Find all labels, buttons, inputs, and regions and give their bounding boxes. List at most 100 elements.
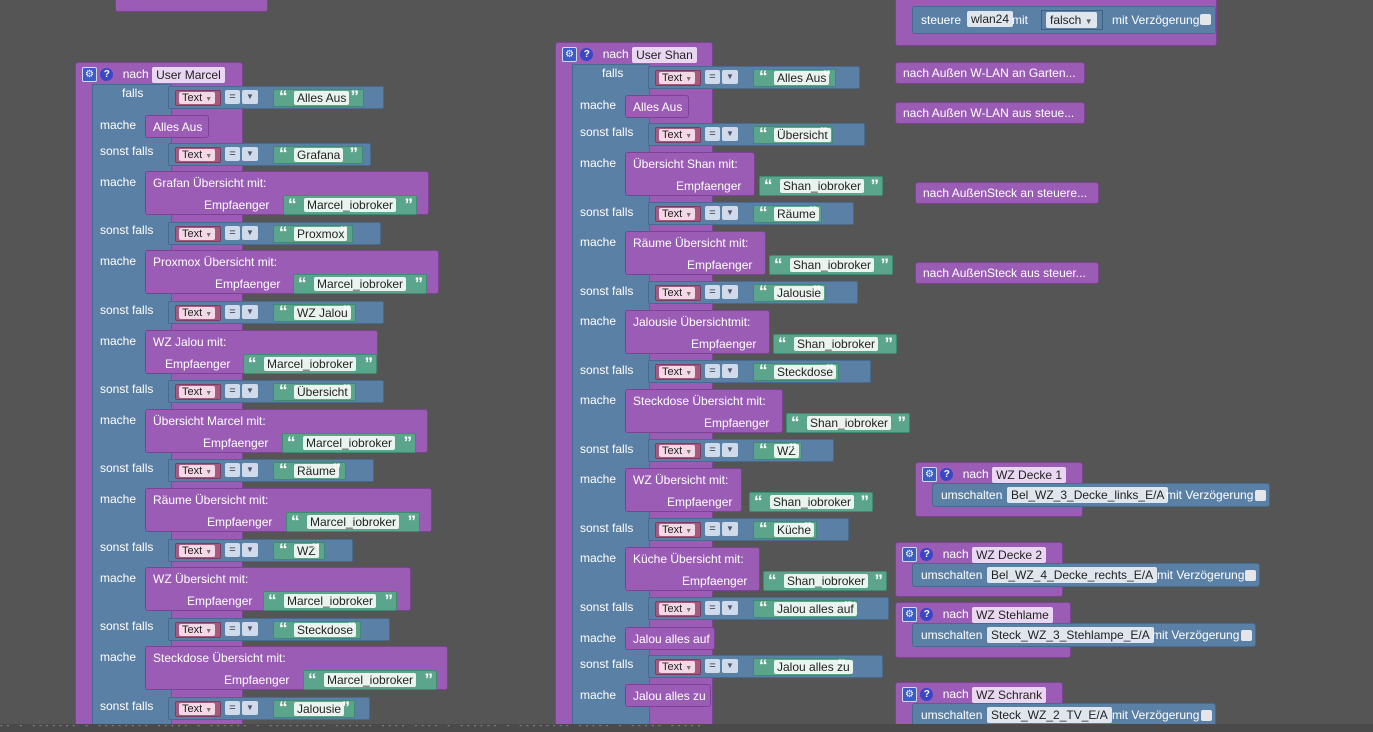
- string-value[interactable]: Grafana: [294, 148, 344, 162]
- string-value[interactable]: Steckdose: [774, 365, 837, 379]
- string-literal[interactable]: “Grafana”: [273, 144, 363, 164]
- gear-icon[interactable]: ⚙: [902, 547, 917, 563]
- delay-checkbox[interactable]: [1201, 710, 1212, 721]
- string-literal[interactable]: “Räume”: [273, 460, 346, 480]
- compare-operator-dropdown[interactable]: =▼: [225, 384, 267, 400]
- receiver-value[interactable]: Marcel_iobroker: [324, 673, 417, 687]
- string-literal[interactable]: “WZ”: [753, 440, 802, 460]
- help-icon[interactable]: ?: [580, 48, 594, 62]
- text-dropdown[interactable]: Text ▼: [655, 364, 701, 380]
- string-value[interactable]: Proxmox: [294, 227, 348, 241]
- condition-block[interactable]: Text ▼=▼ “Grafana”: [168, 143, 371, 166]
- string-literal[interactable]: “Steckdose”: [753, 361, 839, 381]
- procedure-call-block[interactable]: Jalousie Übersichtmit:Empfaenger“Shan_io…: [625, 310, 897, 354]
- compare-operator-dropdown[interactable]: =▼: [225, 90, 267, 106]
- receiver-string[interactable]: “Marcel_iobroker”: [243, 354, 377, 374]
- receiver-value[interactable]: Marcel_iobroker: [284, 594, 377, 608]
- compare-operator-dropdown[interactable]: =▼: [705, 601, 747, 617]
- text-dropdown[interactable]: Text ▼: [175, 147, 221, 163]
- procedure-call-block[interactable]: Räume Übersicht mit:Empfaenger“Marcel_io…: [145, 488, 432, 532]
- condition-block[interactable]: Text ▼=▼“Küche”: [648, 518, 849, 541]
- string-literal[interactable]: “Alles Aus”: [753, 67, 836, 87]
- string-literal[interactable]: “Jalousie”: [273, 698, 355, 718]
- procedure-call-block[interactable]: WZ Übersicht mit:Empfaenger“Shan_iobroke…: [625, 468, 873, 512]
- gear-icon[interactable]: ⚙: [922, 467, 937, 483]
- text-dropdown[interactable]: Text ▼: [655, 127, 701, 143]
- umschalten-block[interactable]: umschalten Steck_WZ_3_Stehlampe_E/A mit …: [912, 623, 1256, 647]
- condition-block[interactable]: Text ▼=▼“Steckdose”: [168, 618, 390, 641]
- condition-block[interactable]: Text ▼=▼“Räume”: [168, 459, 374, 482]
- receiver-string[interactable]: “Shan_iobroker”: [759, 176, 883, 196]
- condition-block[interactable]: Text ▼=▼“Jalou alles zu”: [648, 655, 883, 678]
- procedure-name[interactable]: WZ Decke 1: [992, 466, 1067, 483]
- gear-icon[interactable]: ⚙: [902, 687, 917, 703]
- receiver-string[interactable]: “Shan_iobroker”: [769, 255, 893, 275]
- procedure-call-block[interactable]: WZ Übersicht mit:Empfaenger“Marcel_iobro…: [145, 567, 411, 611]
- condition-block[interactable]: Text ▼=▼“WZ”: [648, 439, 834, 462]
- compare-operator-dropdown[interactable]: =▼: [705, 70, 747, 86]
- steuere-block[interactable]: steuere wlan24 mit falsch ▼ mit Verzöger…: [912, 6, 1216, 34]
- text-dropdown[interactable]: Text ▼: [175, 226, 221, 242]
- steuere-value-dropdown[interactable]: falsch ▼: [1046, 12, 1097, 28]
- delay-checkbox[interactable]: [1241, 630, 1252, 641]
- receiver-string[interactable]: “Marcel_iobroker”: [293, 274, 427, 294]
- umschalten-block[interactable]: umschalten Bel_WZ_4_Decke_rechts_E/A mit…: [912, 563, 1260, 587]
- text-dropdown[interactable]: Text ▼: [655, 659, 701, 675]
- string-literal[interactable]: “Übersicht”: [273, 381, 356, 401]
- receiver-value[interactable]: Shan_iobroker: [780, 179, 865, 193]
- procedure-call-block[interactable]: Küche Übersicht mit:Empfaenger“Shan_iobr…: [625, 547, 887, 591]
- procedure-call-block[interactable]: Alles Aus: [625, 95, 689, 118]
- compare-operator-dropdown[interactable]: =▼: [225, 622, 267, 638]
- compare-operator-dropdown[interactable]: =▼: [225, 543, 267, 559]
- string-value[interactable]: Räume: [774, 207, 819, 221]
- receiver-string[interactable]: “Shan_iobroker”: [749, 492, 873, 512]
- string-literal[interactable]: “Alles Aus”: [273, 87, 364, 107]
- call-aussensteck-aus[interactable]: nach AußenSteck aus steuer...: [915, 262, 1099, 284]
- string-literal[interactable]: “WZ”: [273, 540, 325, 560]
- receiver-value[interactable]: Shan_iobroker: [807, 416, 892, 430]
- receiver-value[interactable]: Shan_iobroker: [790, 258, 875, 272]
- string-value[interactable]: Jalousie: [774, 286, 825, 300]
- string-value[interactable]: Übersicht: [774, 128, 831, 142]
- steuere-target[interactable]: wlan24: [967, 11, 1014, 27]
- compare-operator-dropdown[interactable]: =▼: [225, 147, 267, 163]
- condition-block[interactable]: Text ▼=▼ “Alles Aus”: [168, 86, 384, 109]
- condition-block[interactable]: Text ▼=▼“Übersicht”: [168, 380, 384, 403]
- procedure-name[interactable]: WZ Schrank: [972, 686, 1047, 703]
- string-value[interactable]: Jalousie: [294, 702, 345, 716]
- procedure-call-block[interactable]: Steckdose Übersicht mit:Empfaenger“Shan_…: [625, 389, 910, 433]
- text-dropdown[interactable]: Text ▼: [175, 305, 221, 321]
- string-literal[interactable]: “Jalousie”: [753, 282, 826, 302]
- string-literal[interactable]: “Räume”: [753, 203, 822, 223]
- compare-operator-dropdown[interactable]: =▼: [705, 364, 747, 380]
- text-dropdown[interactable]: Text ▼: [655, 206, 701, 222]
- help-icon[interactable]: ?: [920, 608, 934, 622]
- procedure-name[interactable]: User Shan: [632, 46, 697, 63]
- text-dropdown[interactable]: Text ▼: [655, 601, 701, 617]
- text-dropdown[interactable]: Text ▼: [655, 522, 701, 538]
- procedure-call-block[interactable]: Jalou alles zu: [625, 684, 711, 707]
- gear-icon[interactable]: ⚙: [82, 67, 97, 83]
- compare-operator-dropdown[interactable]: =▼: [705, 443, 747, 459]
- string-value[interactable]: WZ: [774, 444, 799, 458]
- condition-block[interactable]: Text ▼=▼“WZ”: [168, 539, 353, 562]
- receiver-value[interactable]: Shan_iobroker: [770, 495, 855, 509]
- procedure-call-block[interactable]: Grafan Übersicht mit:Empfaenger“Marcel_i…: [145, 171, 429, 215]
- string-value[interactable]: Übersicht: [294, 385, 351, 399]
- text-dropdown[interactable]: Text ▼: [655, 70, 701, 86]
- procedure-call-block[interactable]: WZ Jalou mit:Empfaenger“Marcel_iobroker”: [145, 330, 378, 374]
- string-literal[interactable]: “Jalou alles zu”: [753, 656, 853, 676]
- string-literal[interactable]: “Jalou alles auf”: [753, 598, 857, 618]
- receiver-string[interactable]: “Marcel_iobroker”: [286, 512, 420, 532]
- text-dropdown[interactable]: Text ▼: [175, 622, 221, 638]
- text-dropdown[interactable]: Text ▼: [175, 90, 221, 106]
- procedure-call-block[interactable]: Steckdose Übersicht mit:Empfaenger“Marce…: [145, 646, 448, 690]
- toggle-target[interactable]: Steck_WZ_2_TV_E/A: [987, 707, 1112, 723]
- condition-block[interactable]: Text ▼=▼“Übersicht”: [648, 123, 865, 146]
- compare-operator-dropdown[interactable]: =▼: [705, 127, 747, 143]
- procedure-call-block[interactable]: Alles Aus: [145, 115, 209, 138]
- procedure-call-block[interactable]: Proxmox Übersicht mit:Empfaenger“Marcel_…: [145, 250, 439, 294]
- string-value[interactable]: Räume: [294, 464, 339, 478]
- compare-operator-dropdown[interactable]: =▼: [225, 463, 267, 479]
